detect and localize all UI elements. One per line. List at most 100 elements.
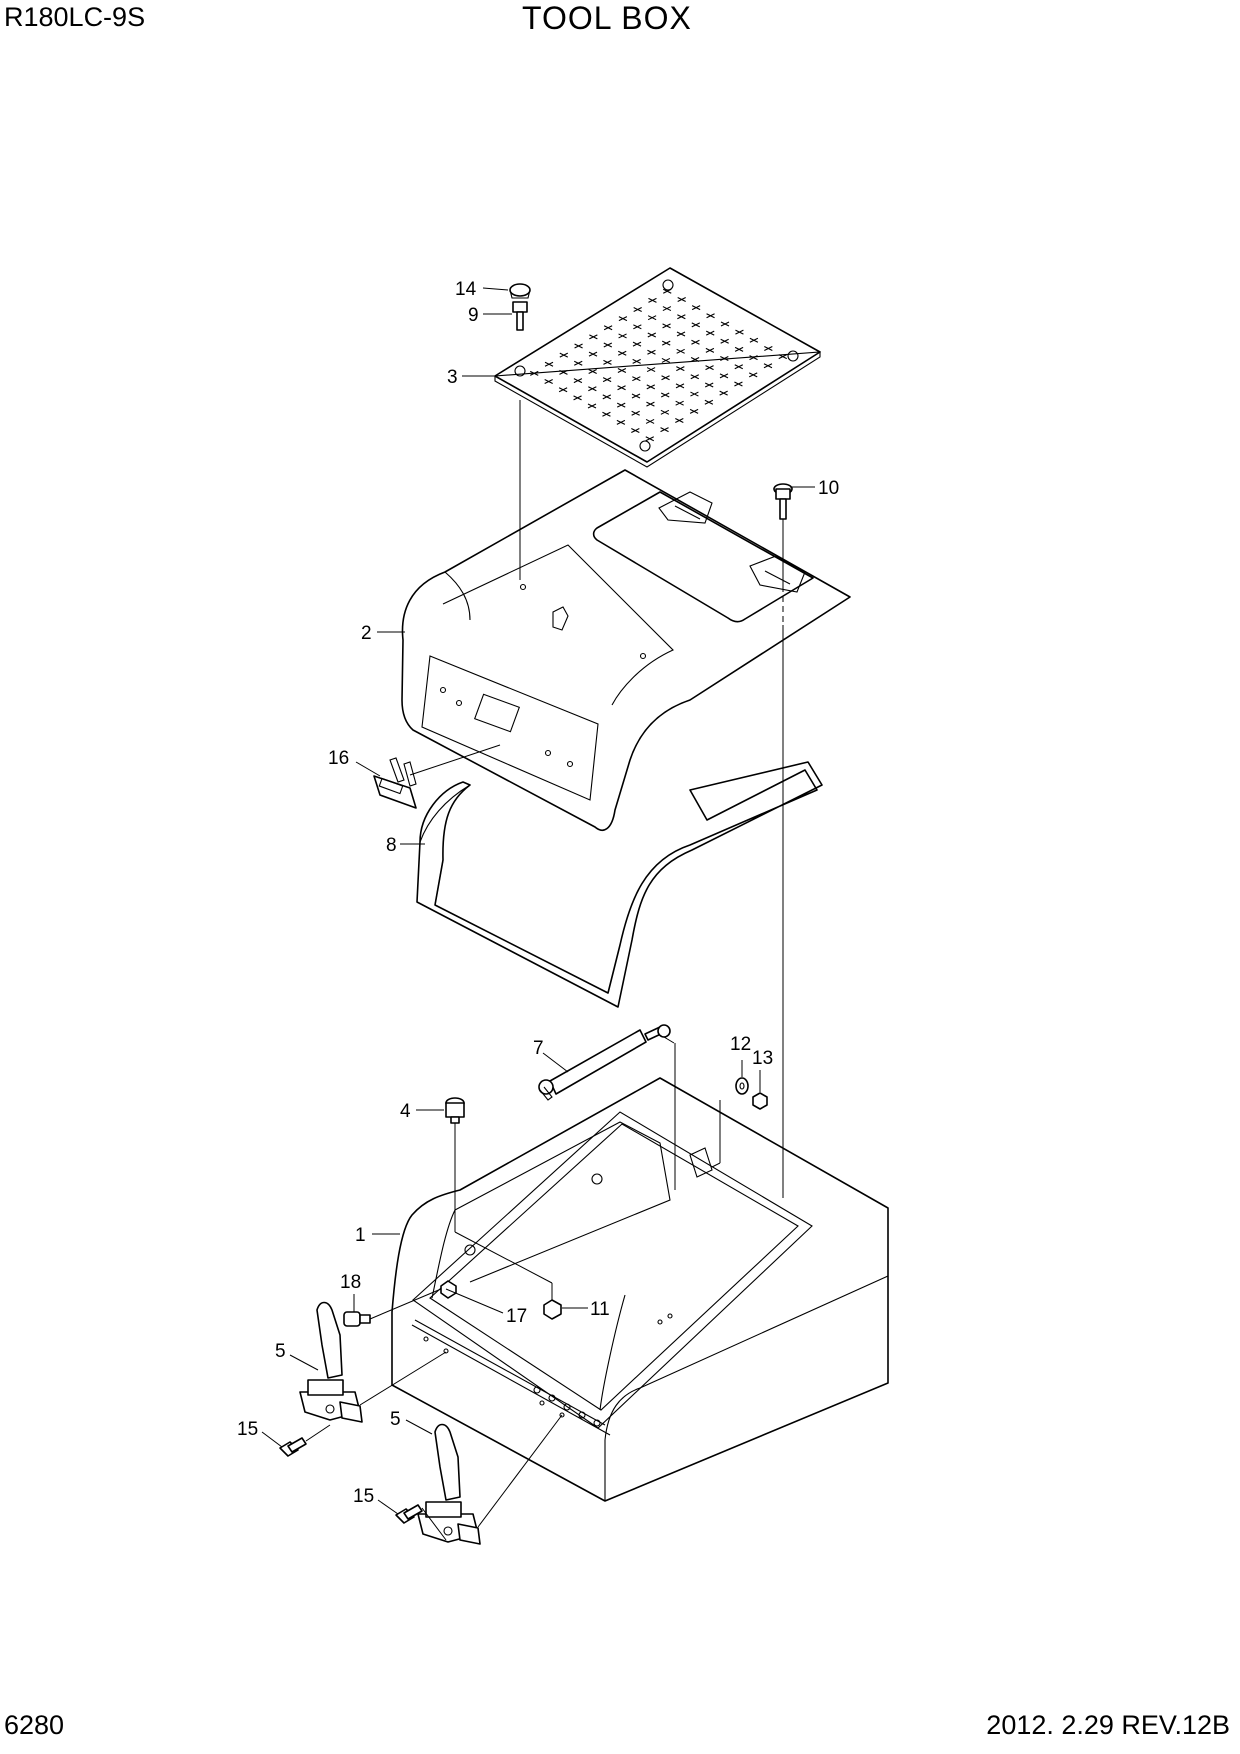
perforation-hole [720,356,729,362]
part-8-seal-frame [416,761,823,1008]
part-13-nut [752,1092,768,1110]
perforation-hole [719,390,728,396]
perforation-hole [573,360,583,366]
perforation-hole [632,341,642,347]
part-1-box-body [391,1077,889,1502]
perforation-hole [734,364,744,370]
perforation-hole [646,367,656,373]
perforation-hole [720,321,730,327]
part-4-bolt [445,1097,465,1124]
perforation-hole [676,348,685,354]
part-2-top-cover [401,469,851,831]
perforation-hole [675,383,685,389]
callout-5-left: 5 [275,1341,286,1362]
perforation-hole [588,368,597,374]
perforation-hole [705,365,714,371]
page-number: 6280 [4,1710,65,1740]
perforation-hole [648,297,657,303]
perforation-hole [690,391,699,397]
callout-5-right: 5 [390,1409,401,1430]
perforation-hole [588,386,597,392]
perforation-hole [617,368,627,374]
part-11-nut [543,1299,562,1320]
perforation-hole [617,350,627,356]
callout-14: 14 [455,279,477,300]
perforation-hole [616,402,626,408]
callout-15-left: 15 [237,1419,258,1440]
perforation-hole [690,374,700,380]
part-5-hook-right [417,1423,481,1545]
perforation-hole [661,357,671,363]
perforation-hole [631,428,640,434]
perforation-hole [647,332,657,338]
perforation-hole [677,296,686,302]
callout-15-right: 15 [353,1486,374,1507]
perforation-hole [704,382,714,388]
plate-perforations [529,288,788,442]
perforation-hole [690,356,700,362]
part-14-cap [509,283,531,299]
perforation-hole [719,373,729,379]
perforation-hole [661,375,670,381]
part-5-hook-left [299,1301,363,1423]
revision-date: 2012. 2.29 REV.12B [986,1710,1230,1740]
perforation-hole [618,333,627,339]
perforation-hole [720,338,729,344]
part-3-cover-plate [494,267,821,468]
perforation-hole [778,354,788,360]
perforation-hole [646,401,655,407]
perforation-hole [617,385,626,391]
perforation-hole [633,307,642,313]
perforation-hole [749,355,758,361]
perforation-hole [734,346,744,352]
part-7-gas-spring [538,1024,671,1101]
perforation-hole [660,392,670,398]
perforation-hole [748,372,758,378]
perforation-hole [749,337,759,343]
callout-18: 18 [340,1272,361,1293]
perforation-hole [763,363,773,369]
assembly-lines [305,400,784,1541]
perforation-hole [574,343,583,349]
perforation-hole [675,400,684,406]
perforation-hole [633,324,642,330]
perforation-hole [529,370,539,376]
perforation-hole [735,329,744,335]
perforation-hole [689,408,699,414]
lid-hinge-lower [749,555,806,593]
perforation-hole [616,419,626,425]
callout-1: 1 [355,1225,366,1246]
callout-7: 7 [533,1038,544,1059]
perforation-hole [662,306,672,312]
part-12-washer [735,1077,749,1095]
perforation-hole [632,358,641,364]
perforation-hole [588,351,598,357]
perforation-hole [734,381,743,387]
perforation-hole [691,322,701,328]
perforation-hole [660,427,669,433]
perforation-hole [589,334,598,340]
perforation-hole [631,393,641,399]
perforation-hole [558,387,568,393]
perforation-hole [661,340,671,346]
part-16-latch [373,757,417,809]
callout-17: 17 [506,1306,527,1327]
part-18-bolt [343,1311,371,1327]
perforation-hole [647,349,656,355]
perforation-hole [646,384,656,390]
perforation-hole [618,316,628,322]
callout-13: 13 [752,1048,773,1069]
perforation-hole [602,377,612,383]
perforation-hole [602,394,612,400]
perforation-hole [660,409,670,415]
perforation-hole [662,323,671,329]
callout-11: 11 [590,1299,610,1320]
perforation-hole [544,361,554,367]
model-name: R180LC-9S [4,2,146,32]
perforation-hole [603,359,612,365]
callout-leaders [261,287,815,1515]
perforation-hole [603,325,613,331]
callout-10: 10 [818,478,839,499]
